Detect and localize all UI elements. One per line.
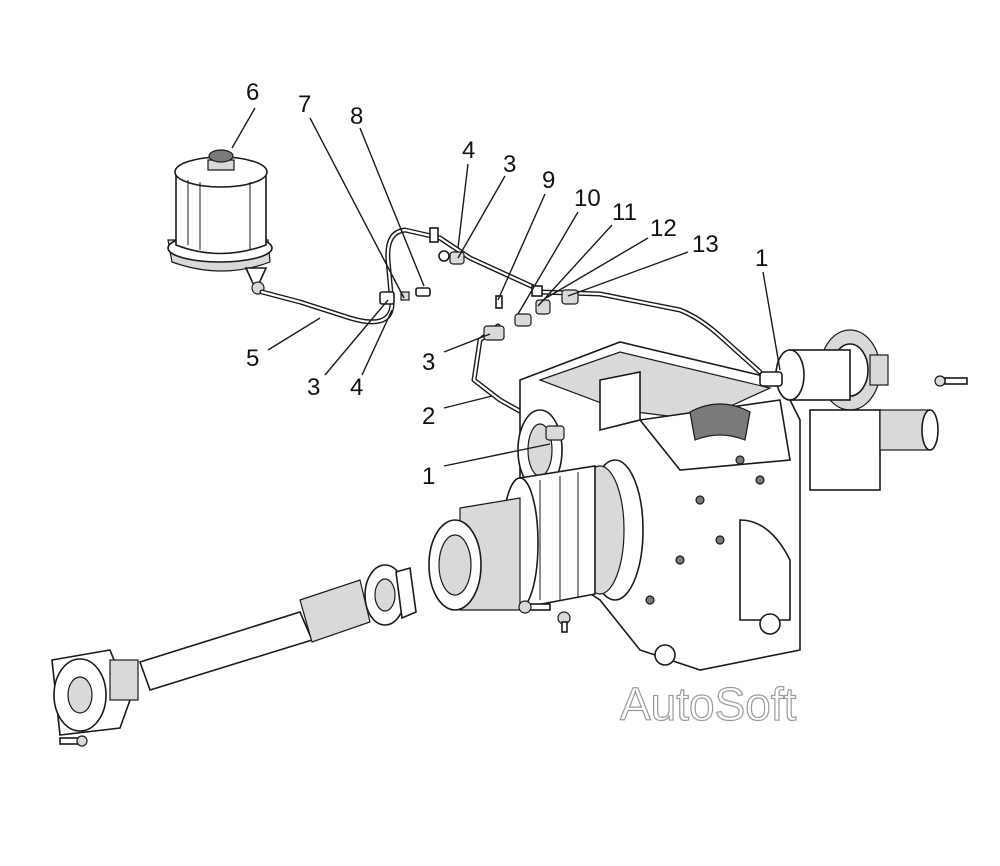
- callout-labels: 6 7 8 4 3 9 10 11 12 13 1 5 3 4 3 2 1: [246, 79, 768, 490]
- callout-13: 13: [692, 231, 719, 258]
- callout-1-right: 1: [755, 245, 768, 272]
- callout-7: 7: [298, 91, 311, 118]
- callout-11: 11: [612, 199, 637, 226]
- leader-lines: [231, 107, 781, 467]
- callout-8: 8: [350, 103, 363, 130]
- callout-12: 12: [650, 215, 677, 242]
- pipe-clamp-left: [379, 287, 431, 305]
- watermark-text: AutoSoft: [620, 678, 797, 730]
- callout-4-upper: 4: [462, 137, 475, 164]
- callout-10: 10: [574, 185, 601, 212]
- bolts-bottom: [518, 600, 571, 633]
- final-drive-assembly: [428, 459, 644, 611]
- callout-9: 9: [542, 167, 555, 194]
- callout-3-upper: 3: [503, 151, 516, 178]
- callout-3-center: 3: [422, 349, 435, 376]
- callout-4-left: 4: [350, 374, 363, 401]
- callout-1-left: 1: [422, 463, 435, 490]
- pipe-fittings-center: [429, 227, 579, 327]
- right-bearing-hub: [759, 329, 939, 491]
- left-bearing-ring: [517, 409, 565, 491]
- axle-shaft: [138, 564, 417, 691]
- oil-filter-assembly: [167, 149, 273, 295]
- callout-2: 2: [422, 403, 435, 430]
- callout-3-left: 3: [307, 374, 320, 401]
- bolt-right: [934, 375, 968, 387]
- bolt-flange: [59, 735, 88, 747]
- callout-5: 5: [246, 345, 259, 372]
- callout-6: 6: [246, 79, 259, 106]
- axle-flange: [51, 649, 139, 736]
